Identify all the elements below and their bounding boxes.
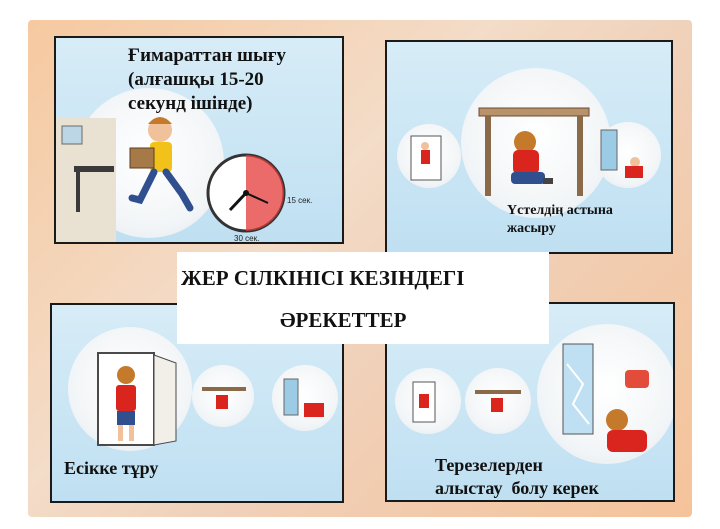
caption-line: жасыру — [507, 220, 556, 236]
away-from-windows-illustration — [412, 343, 649, 452]
caption-hide-under-table: Үстелдің астына жасыру — [507, 202, 657, 237]
caption-line: Есікке тұру — [64, 458, 159, 478]
caption-line: Терезелерден — [435, 455, 543, 475]
caption-exit-building: Ғимараттан шығу (алғашқы 15-20 секунд іш… — [128, 44, 338, 115]
illustration-circle — [272, 365, 338, 431]
caption-line: Ғимараттан шығу — [128, 45, 287, 66]
clock-label-15: 15 сек. — [287, 196, 313, 205]
caption-stand-in-doorway: Есікке тұру — [64, 457, 158, 480]
title-box: ЖЕР СІЛКІНІСІ КЕЗІНДЕГІ ӘРЕКЕТТЕР — [177, 252, 549, 344]
running-boy-illustration — [56, 117, 286, 242]
panel-hide-under-table: Үстелдің астына жасыру — [385, 40, 673, 254]
illustration-circle — [537, 324, 673, 464]
caption-away-from-windows: Терезелерден алыстау болу керек — [435, 454, 665, 499]
clock-label-30: 30 сек. — [234, 234, 260, 243]
poster: Ғимараттан шығу (алғашқы 15-20 секунд іш… — [28, 20, 692, 517]
hide-under-table-illustration — [410, 107, 643, 196]
doorway-illustration — [97, 352, 324, 446]
caption-line: Үстелдің астына — [507, 203, 613, 218]
title-line-2: ӘРЕКЕТТЕР — [280, 308, 407, 332]
panel-exit-building: Ғимараттан шығу (алғашқы 15-20 секунд іш… — [54, 36, 344, 244]
caption-line: алыстау болу керек — [435, 477, 599, 498]
title-line-1: ЖЕР СІЛКІНІСІ КЕЗІНДЕГІ — [181, 266, 465, 290]
caption-line: секунд ішінде) — [128, 92, 253, 114]
caption-line: (алғашқы 15-20 — [128, 68, 264, 90]
